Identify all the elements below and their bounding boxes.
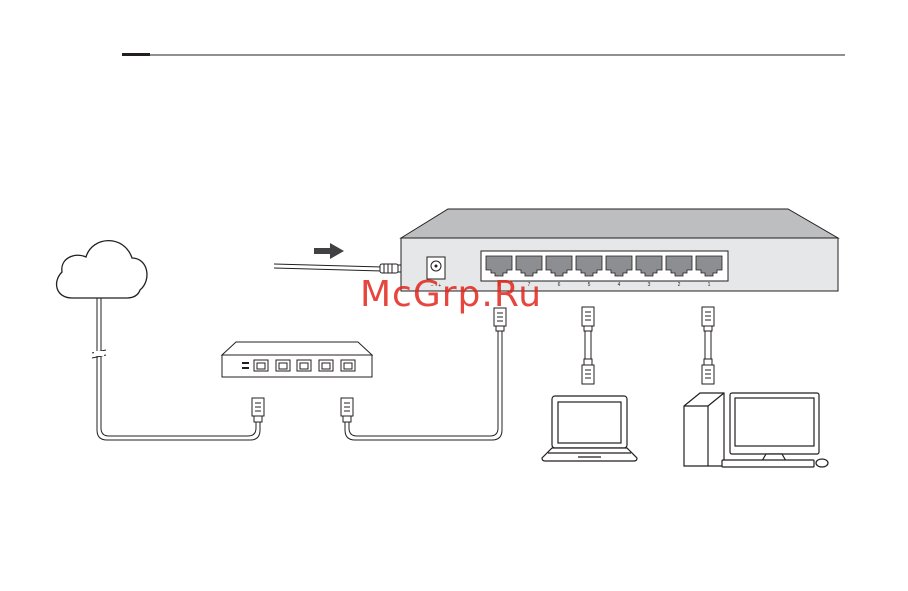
port-number-label: 4: [618, 282, 621, 288]
port-number-label: 7: [528, 282, 531, 288]
cable-switch-to-laptop: [582, 307, 594, 384]
rj45-plug-icon: [582, 307, 594, 331]
cable-router-to-switch: [345, 330, 502, 440]
rj45-plug-icon: [702, 307, 714, 331]
router-device: [222, 342, 372, 377]
switch-device: − ◦ + 8 7 6 5 4 3 2 1: [401, 209, 838, 291]
port-number-label: 2: [678, 282, 681, 288]
rj45-plug-icon: [252, 398, 264, 422]
desktop-computer-icon: [684, 393, 828, 467]
rj45-plug-icon: [341, 398, 353, 422]
port-number-label: 3: [648, 282, 651, 288]
power-arrow-icon: [314, 243, 344, 259]
rj45-plug-icon: [582, 359, 594, 384]
header-rule: [122, 53, 845, 56]
internet-cloud-icon: [57, 241, 147, 298]
cable-switch-to-desktop: [702, 307, 714, 384]
power-cable: [274, 264, 382, 271]
svg-text:− ◦ +: − ◦ +: [431, 283, 441, 289]
rj45-plug-icon: [702, 359, 714, 384]
port-number-label: 5: [588, 282, 591, 288]
rj45-plug-icon: [494, 308, 506, 331]
port-number-label: 1: [708, 282, 711, 288]
port-number-label: 8: [498, 282, 501, 288]
port-number-label: 6: [558, 282, 561, 288]
laptop-icon: [542, 396, 637, 461]
